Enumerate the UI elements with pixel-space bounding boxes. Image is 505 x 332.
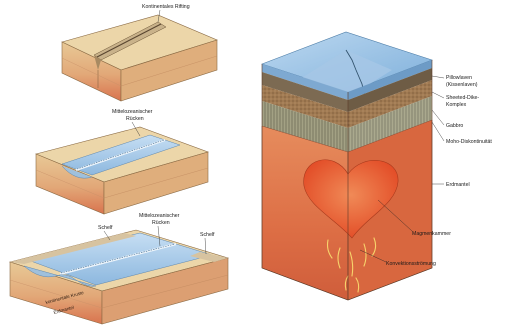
young-ridge-label-1: Mittelozeanischer <box>112 109 153 115</box>
right-shelf-label: Schelf <box>200 232 215 238</box>
pillow-sublabel: (Kissenlaven) <box>446 82 478 88</box>
moho-label: Moho-Diskontinuität <box>446 139 492 145</box>
mantle-label: Erdmantel <box>446 182 470 188</box>
convection-label: Konvektionsströmung <box>386 261 436 267</box>
sheeted-label-2: Komplex <box>446 102 467 108</box>
sheeted-label-1: Sheeted-Dike- <box>446 95 479 101</box>
mature-ridge-label-2: Rücken <box>152 220 170 226</box>
pillow-label: Pillowlaven <box>446 75 472 81</box>
young-ocean-block: Mittelozeanischer Rücken <box>36 109 208 214</box>
ocean-crust-block: Pillowlaven (Kissenlaven) Sheeted-Dike- … <box>262 32 492 300</box>
rifting-label: Kontinentales Rifting <box>142 4 190 10</box>
young-ridge-label-2: Rücken <box>126 116 144 122</box>
magma-chamber-label: Magmenkammer <box>412 231 451 237</box>
mature-ocean-block: Schelf Mittelozeanischer Rücken Schelf k… <box>10 213 228 324</box>
mature-ridge-label-1: Mittelozeanischer <box>139 213 180 219</box>
rifting-block: Kontinentales Rifting <box>62 4 217 101</box>
gabbro-label: Gabbro <box>446 123 463 129</box>
left-shelf-label: Schelf <box>98 225 113 231</box>
